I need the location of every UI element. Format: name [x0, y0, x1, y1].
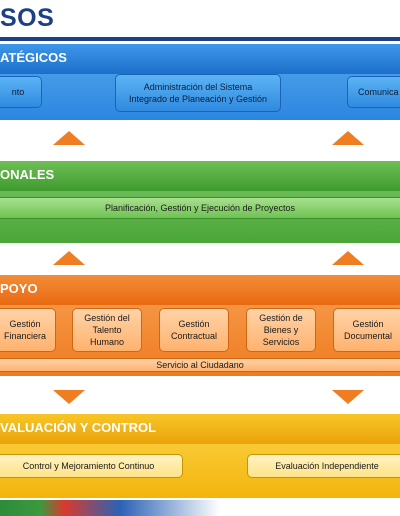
evaluation-band-label: VALUACIÓN Y CONTROL [0, 420, 157, 435]
missional-processes-band: ONALES Planificación, Gestión y Ejecució… [0, 161, 400, 243]
arrow-up-right-2 [332, 251, 364, 265]
strategic-processes-band: ATÉGICOS nto Administración del Sistema … [0, 44, 400, 120]
strategic-band-label: ATÉGICOS [0, 50, 67, 65]
page-title: SOS [0, 4, 55, 32]
strategic-process-label-3: Comunica [358, 87, 399, 97]
arrow-up-left-1 [53, 131, 85, 145]
support-process-box-5[interactable]: Gestión Documental [333, 308, 400, 352]
evaluation-process-label-2: Evaluación Independiente [275, 461, 379, 471]
support-band-label: POYO [0, 281, 38, 296]
missional-band-label: ONALES [0, 167, 55, 182]
support-process-box-3[interactable]: Gestión Contractual [159, 308, 229, 352]
support-process-label-5: Gestión Documental [343, 319, 393, 341]
missional-process-box[interactable]: Planificación, Gestión y Ejecución de Pr… [0, 197, 400, 219]
decorative-footer-swoosh [0, 500, 400, 516]
evaluation-process-box-1[interactable]: Control y Mejoramiento Continuo [0, 454, 183, 478]
citizen-service-label: Servicio al Ciudadano [156, 360, 244, 370]
arrow-down-left [53, 390, 85, 404]
strategic-process-label-1: nto [11, 87, 25, 97]
strategic-process-label-2: Administración del Sistema Integrado de … [128, 82, 268, 104]
support-processes-band: POYO Gestión Financiera Gestión del Tale… [0, 275, 400, 376]
support-process-label-4: Gestión de Bienes y Servicios [259, 313, 303, 347]
support-process-label-3: Gestión Contractual [170, 319, 218, 341]
evaluation-band-header: VALUACIÓN Y CONTROL [0, 414, 400, 444]
support-process-box-4[interactable]: Gestión de Bienes y Servicios [246, 308, 316, 352]
strategic-process-box-2[interactable]: Administración del Sistema Integrado de … [115, 74, 281, 112]
support-process-box-2[interactable]: Gestión del Talento Humano [72, 308, 142, 352]
citizen-service-bar[interactable]: Servicio al Ciudadano [0, 358, 400, 372]
arrow-up-left-2 [53, 251, 85, 265]
strategic-process-box-1[interactable]: nto [0, 76, 42, 108]
missional-process-label: Planificación, Gestión y Ejecución de Pr… [104, 203, 296, 213]
support-process-box-1[interactable]: Gestión Financiera [0, 308, 56, 352]
arrow-up-right-1 [332, 131, 364, 145]
title-divider [0, 37, 400, 41]
evaluation-processes-band: VALUACIÓN Y CONTROL Control y Mejoramien… [0, 414, 400, 498]
strategic-process-box-3[interactable]: Comunica [347, 76, 400, 108]
missional-band-header: ONALES [0, 161, 400, 191]
evaluation-process-box-2[interactable]: Evaluación Independiente [247, 454, 400, 478]
arrow-down-right [332, 390, 364, 404]
strategic-band-header: ATÉGICOS [0, 44, 400, 74]
evaluation-process-label-1: Control y Mejoramiento Continuo [22, 461, 155, 471]
support-process-label-2: Gestión del Talento Humano [84, 313, 130, 347]
support-band-header: POYO [0, 275, 400, 305]
support-process-label-1: Gestión Financiera [3, 319, 47, 341]
